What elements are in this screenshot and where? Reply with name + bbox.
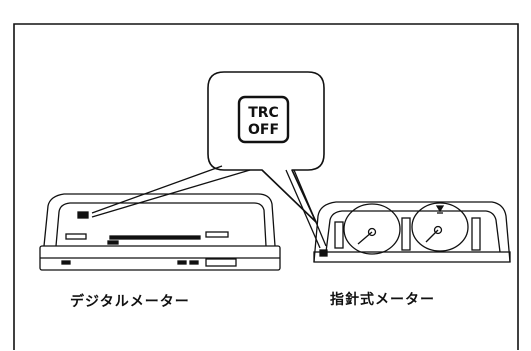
analog-meter-cluster bbox=[313, 201, 511, 263]
trc-lamp-digital bbox=[77, 211, 89, 219]
digital-segment-left bbox=[65, 233, 87, 240]
digital-base-switch-1 bbox=[177, 260, 187, 265]
callout-bubble bbox=[91, 71, 327, 249]
indicator-border bbox=[237, 95, 290, 144]
digital-meter-inner bbox=[55, 202, 267, 247]
digital-meter-cluster bbox=[39, 193, 281, 271]
speedometer-needle bbox=[357, 231, 373, 245]
digital-base-left-marker bbox=[61, 260, 71, 265]
digital-base-right-box bbox=[205, 258, 237, 267]
fuel-gauge-needle bbox=[425, 229, 439, 243]
analog-meter-label: 指針式メーター bbox=[330, 292, 435, 308]
trc-off-indicator: TRC OFF bbox=[237, 95, 290, 144]
analog-meter-hood bbox=[313, 201, 511, 263]
digital-meter-hood bbox=[43, 193, 276, 247]
fuel-gauge-hub bbox=[433, 225, 443, 235]
fuel-gauge-dial bbox=[411, 202, 469, 252]
pointer-line-analog-left bbox=[285, 169, 321, 249]
digital-base-switch-2 bbox=[189, 260, 199, 265]
pointer-line-digital-upper bbox=[91, 165, 223, 214]
fuel-pump-icon bbox=[435, 205, 445, 213]
callout-outline bbox=[207, 71, 325, 223]
analog-meter-inner bbox=[325, 210, 501, 253]
trc-lamp-analog bbox=[319, 249, 328, 257]
analog-right-panel bbox=[471, 217, 481, 251]
analog-left-panel bbox=[334, 221, 344, 249]
digital-meter-label: デジタルメーター bbox=[70, 294, 190, 310]
analog-center-panel bbox=[401, 217, 411, 251]
figure-frame bbox=[13, 23, 519, 350]
digital-small-segment bbox=[107, 240, 119, 245]
indicator-text-off: OFF bbox=[248, 122, 279, 138]
pointer-line-analog-right bbox=[293, 169, 327, 247]
speedometer-hub bbox=[367, 227, 377, 237]
digital-bar-display bbox=[109, 235, 201, 240]
indicator-text-trc: TRC bbox=[248, 105, 279, 121]
digital-segment-right bbox=[205, 231, 229, 238]
speedometer-dial bbox=[343, 203, 401, 255]
analog-meter-base bbox=[313, 251, 511, 263]
